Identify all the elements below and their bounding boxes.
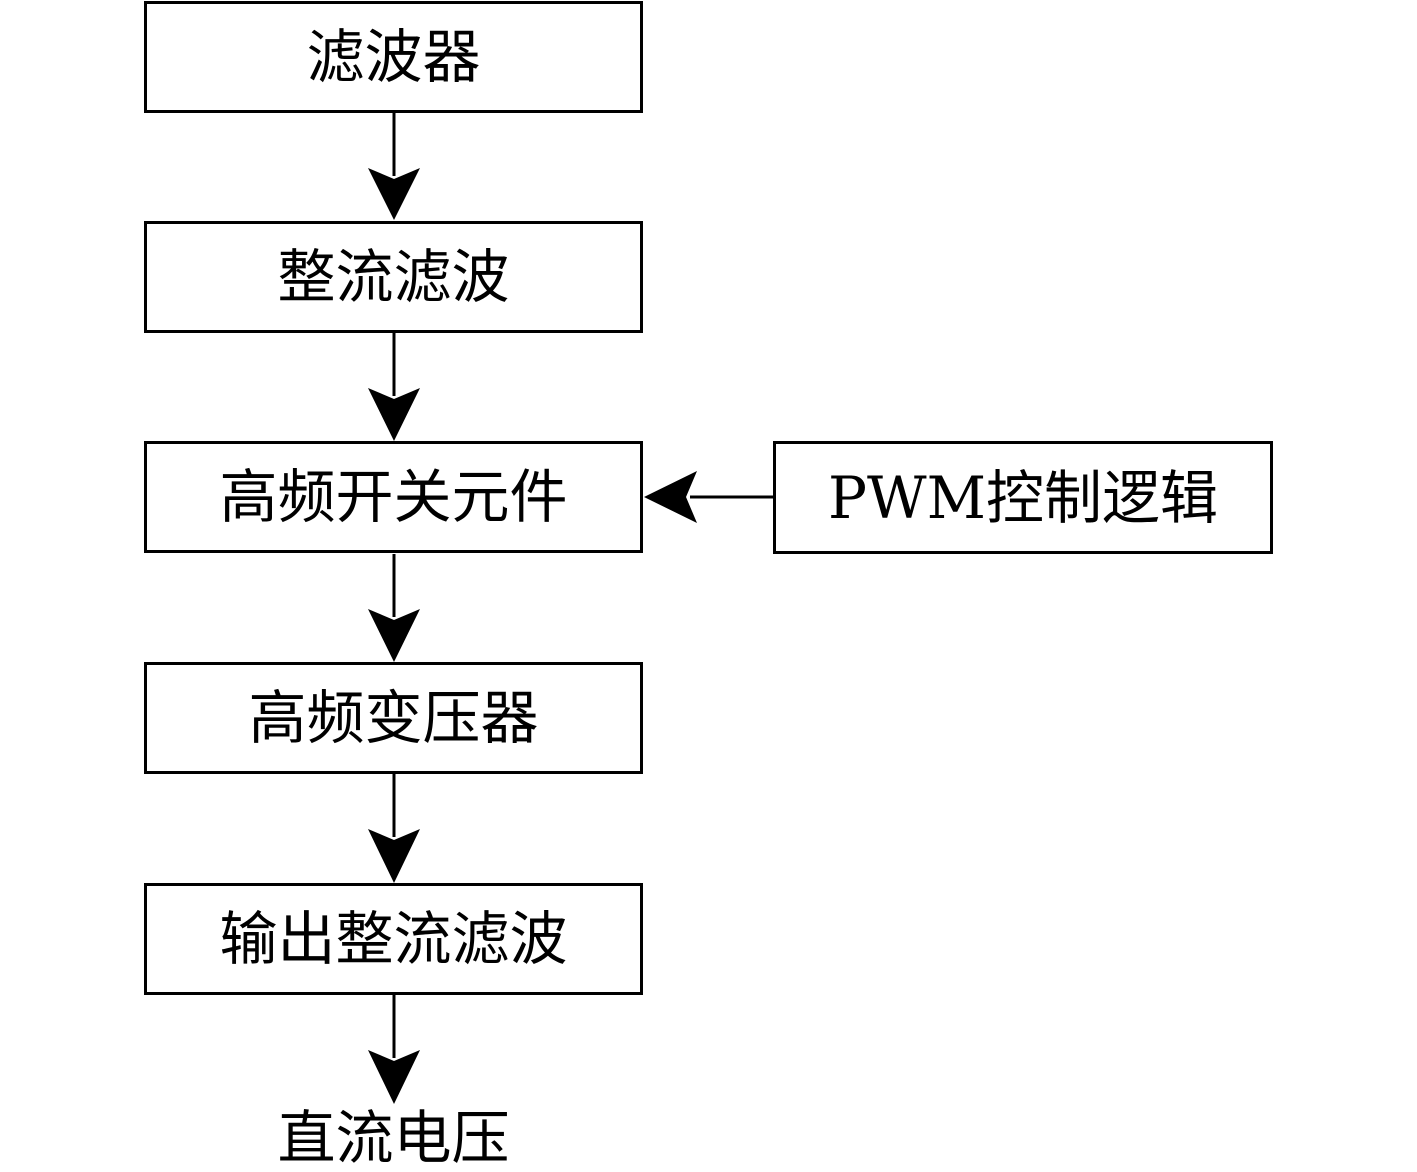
arrowhead-down-icon — [368, 388, 420, 441]
node-output-rectifier-filter: 输出整流滤波 — [144, 883, 643, 995]
node-pwm-control-logic: PWM控制逻辑 — [773, 441, 1273, 554]
node-high-frequency-switch: 高频开关元件 — [144, 441, 643, 553]
node-dc-voltage: 直流电压 — [144, 1108, 643, 1168]
node-output-rectifier-filter-label: 输出整流滤波 — [219, 905, 568, 973]
node-rectifier-filter: 整流滤波 — [144, 221, 643, 333]
arrowhead-left-icon — [644, 471, 697, 523]
arrowhead-down-icon — [368, 168, 420, 220]
arrowhead-down-icon — [368, 609, 420, 662]
node-filter-label: 滤波器 — [306, 23, 481, 91]
node-dc-voltage-label: 直流电压 — [277, 1104, 510, 1172]
node-filter: 滤波器 — [144, 1, 643, 113]
arrowhead-down-icon — [368, 829, 420, 883]
node-high-frequency-transformer: 高频变压器 — [144, 662, 643, 774]
node-rectifier-filter-label: 整流滤波 — [277, 243, 510, 311]
node-high-frequency-switch-label: 高频开关元件 — [219, 463, 568, 531]
arrowhead-down-icon — [368, 1050, 420, 1104]
node-high-frequency-transformer-label: 高频变压器 — [248, 684, 539, 752]
node-pwm-control-logic-label: PWM控制逻辑 — [827, 463, 1219, 532]
